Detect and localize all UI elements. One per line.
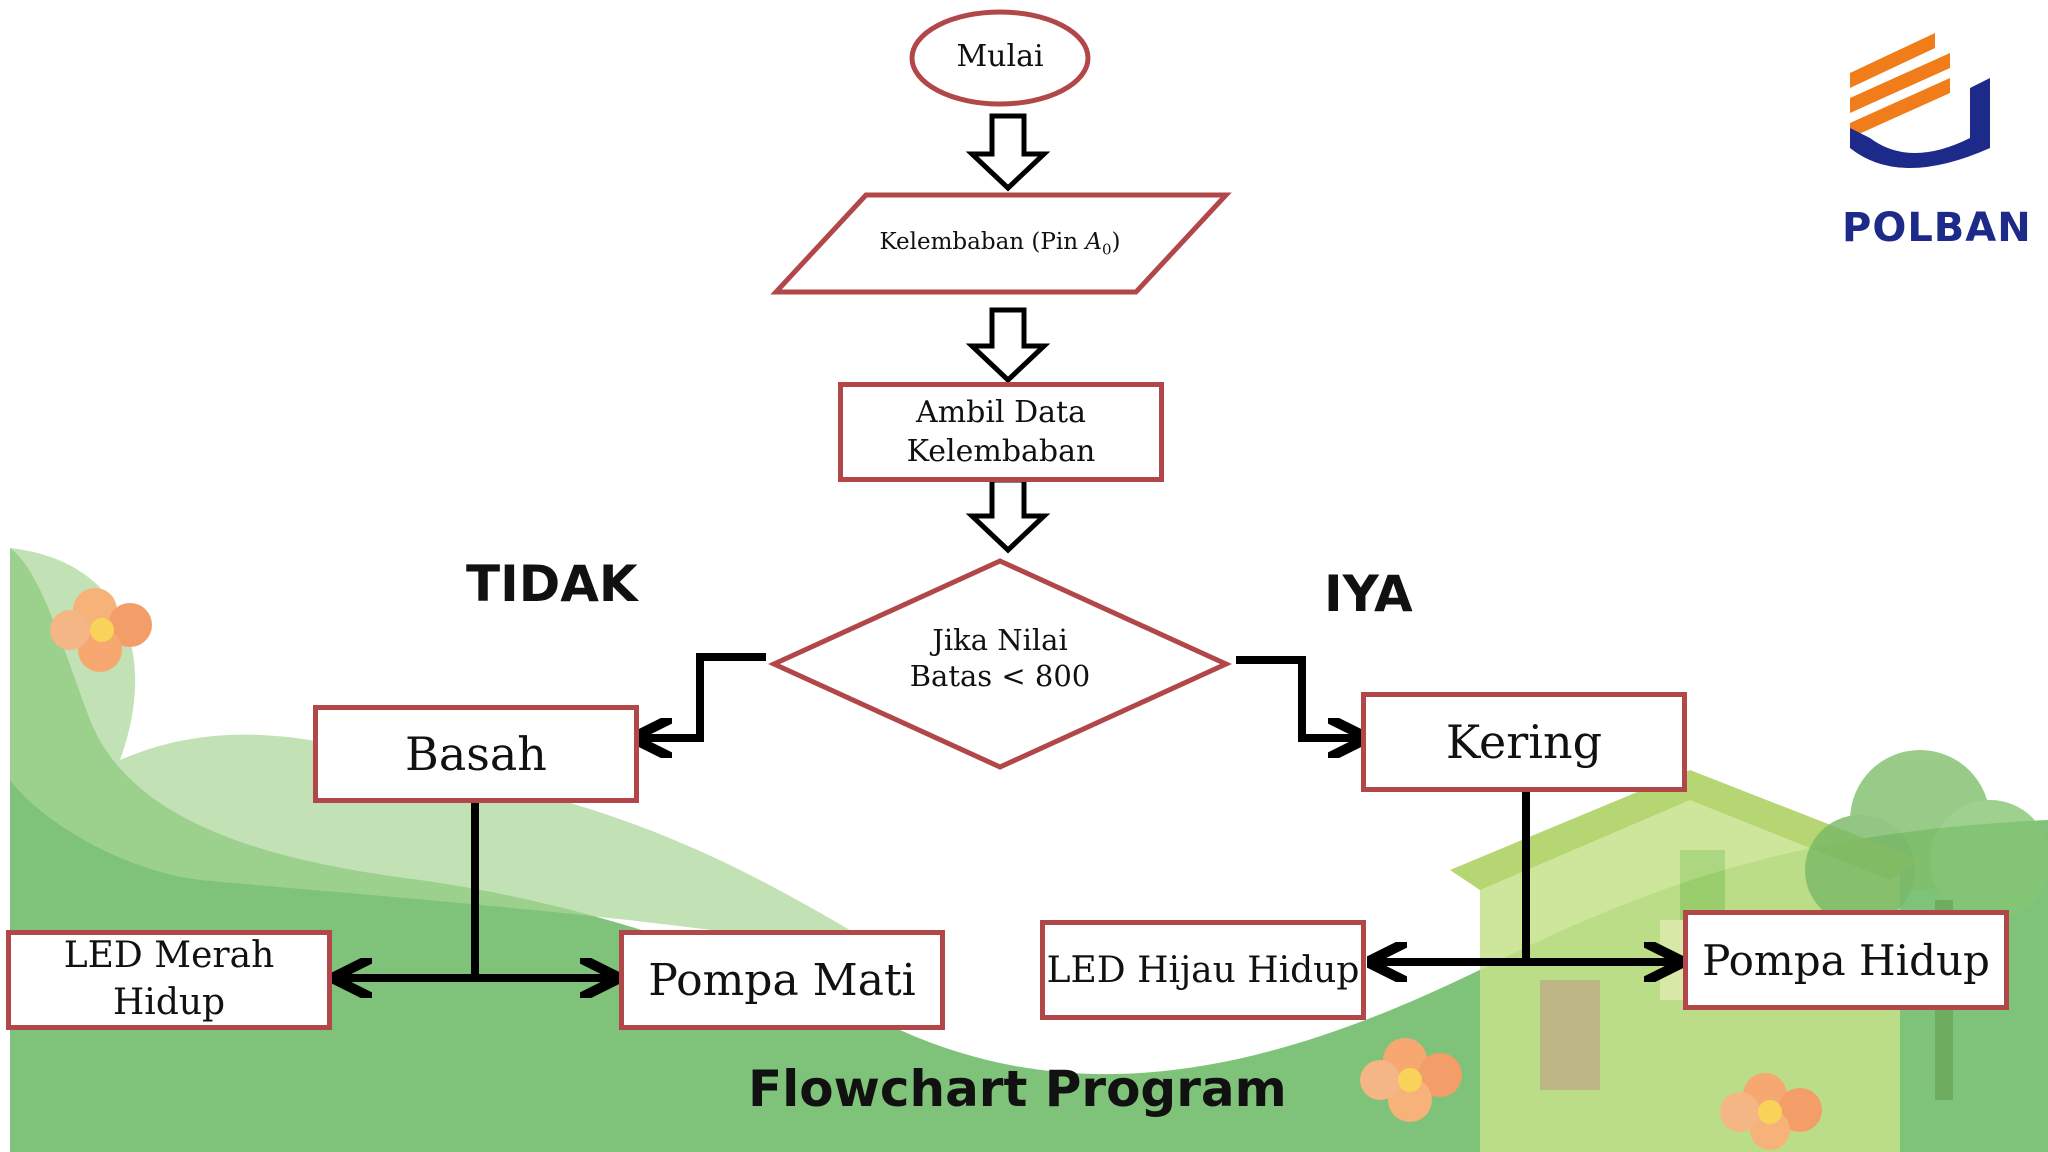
flower-bottom-right xyxy=(1720,1073,1822,1150)
input-parallelogram xyxy=(770,192,1232,295)
led-hijau-label: LED Hijau Hidup xyxy=(1046,949,1360,991)
pompa-hidup-label: Pompa Hidup xyxy=(1702,935,1990,985)
input-label-close: ) xyxy=(1111,229,1121,255)
decision-label-line-2: Batas < 800 xyxy=(909,659,1091,694)
pompa-mati-box: Pompa Mati xyxy=(619,930,945,1030)
process-label-line-1: Ambil Data xyxy=(916,395,1086,430)
flow-arrow-1 xyxy=(965,113,1051,192)
branch-label-yes: IYA xyxy=(1324,565,1413,623)
pompa-mati-label: Pompa Mati xyxy=(648,954,916,1006)
basah-label: Basah xyxy=(405,727,547,781)
hill-highlight xyxy=(10,548,900,960)
pompa-hidup-box: Pompa Hidup xyxy=(1683,910,2009,1010)
flow-arrow-2 xyxy=(965,307,1051,384)
basah-box: Basah xyxy=(313,705,639,803)
branch-label-no: TIDAK xyxy=(466,555,638,613)
kering-box: Kering xyxy=(1361,692,1687,792)
led-merah-label-line-1: LED Merah xyxy=(63,935,275,977)
input-label-text: Kelembaban (Pin xyxy=(879,229,1086,255)
decision-diamond xyxy=(767,558,1233,770)
process-box: Ambil Data Kelembaban xyxy=(838,382,1164,482)
flower-left xyxy=(50,588,152,672)
diagram-title: Flowchart Program xyxy=(748,1060,1287,1118)
input-label-var: A xyxy=(1085,229,1102,255)
logo-orange-stripes xyxy=(1850,33,1950,138)
flower-bottom-middle xyxy=(1360,1038,1462,1122)
process-label-line-2: Kelembaban xyxy=(906,434,1096,469)
decision-label: Jika Nilai Batas < 800 xyxy=(880,622,1120,695)
led-merah-label-line-2: Hidup xyxy=(112,982,226,1023)
input-label-sub: 0 xyxy=(1101,240,1112,259)
start-oval xyxy=(909,9,1091,107)
input-label: Kelembaban (Pin A0) xyxy=(800,228,1200,259)
start-label: Mulai xyxy=(956,39,1044,74)
connector-yes-branch xyxy=(1236,656,1360,738)
led-merah-box: LED Merah Hidup xyxy=(6,930,332,1030)
polban-logo-text: POLBAN xyxy=(1842,205,2032,251)
polban-logo-icon xyxy=(1850,33,1990,168)
logo-blue-shape xyxy=(1850,78,1990,168)
connector-no-branch xyxy=(640,653,766,738)
decision-label-line-1: Jika Nilai xyxy=(932,623,1068,657)
led-hijau-box: LED Hijau Hidup xyxy=(1040,920,1366,1020)
flow-arrow-3 xyxy=(965,477,1051,554)
tree-illustration xyxy=(1805,750,2048,1100)
kering-label: Kering xyxy=(1445,715,1603,769)
